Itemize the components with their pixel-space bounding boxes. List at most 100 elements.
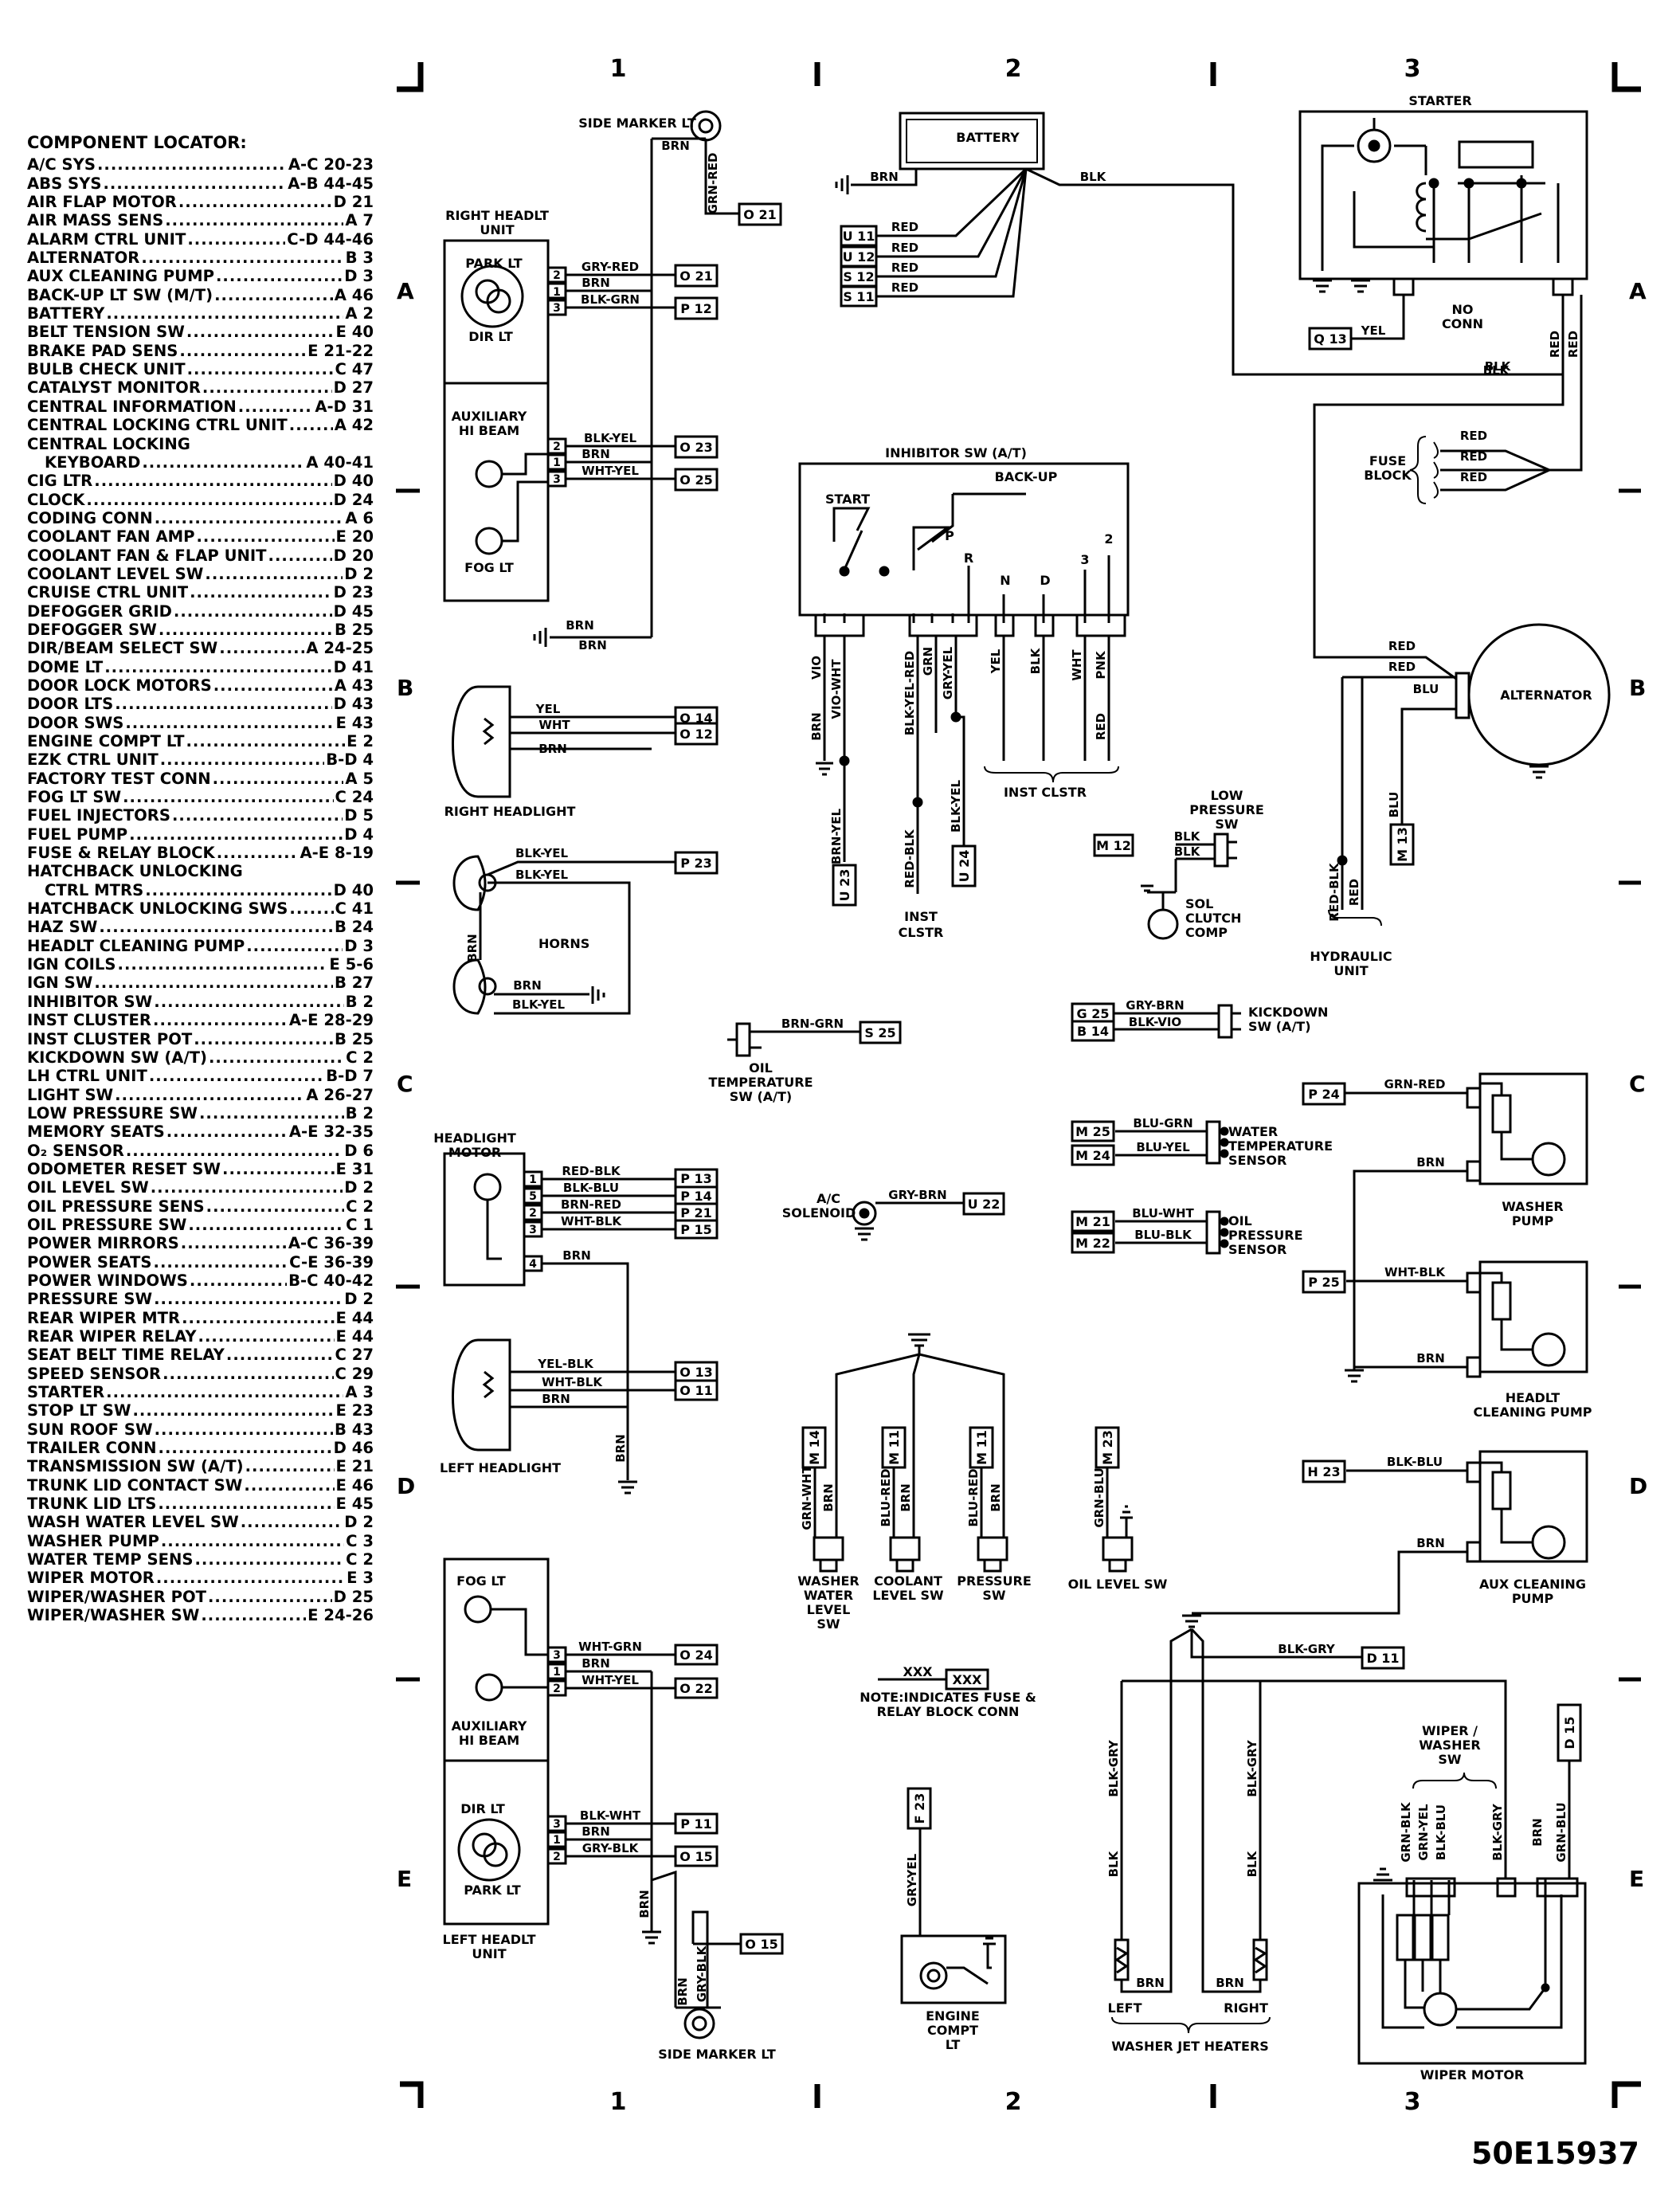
locator-item-name: IGN COILS — [27, 955, 116, 974]
connector-d15: D 15 — [1557, 1703, 1582, 1762]
ac-solenoid — [852, 1201, 877, 1241]
engine-compt-lt-label: LT — [946, 2037, 961, 2052]
oil-pressure-sensor-label: PRESSURE — [1228, 1228, 1303, 1243]
locator-item-ref: D 45 — [333, 601, 374, 621]
park-lt-label: PARK LT — [465, 256, 522, 271]
connector-m14-label: M 14 — [807, 1430, 822, 1465]
locator-item: CENTRAL LOCKING CTRL UNITA 42 — [27, 416, 374, 434]
locator-item-ref: C 2 — [346, 1197, 374, 1216]
connector-m12: M 12 — [1093, 833, 1134, 857]
locator-item-name: OIL PRESSURE SENS — [27, 1197, 205, 1216]
locator-item-name: REAR WIPER RELAY — [27, 1327, 197, 1346]
wiper-motor-label: WIPER MOTOR — [1420, 2067, 1525, 2082]
ac-solenoid-label: SOLENOID — [782, 1205, 856, 1220]
wire-red-u11 — [876, 167, 1028, 237]
locator-item: SUN ROOF SWB 43 — [27, 1420, 374, 1439]
connector-h23-label: H 23 — [1307, 1464, 1340, 1479]
wire-yel-starter — [1351, 295, 1405, 340]
wire-label: BLK-YEL — [584, 431, 636, 445]
locator-item: CLOCKD 24 — [27, 491, 374, 509]
wire-label: BLK — [1028, 647, 1043, 674]
locator-item-name: DOOR LOCK MOTORS — [27, 676, 212, 695]
connector-b14: B 14 — [1071, 1020, 1115, 1042]
wire-label: RED — [1347, 879, 1361, 906]
wire-label: BRN — [1216, 1976, 1244, 1990]
connector-m22-label: M 22 — [1075, 1236, 1110, 1251]
locator-item-ref: B-C 40-42 — [288, 1271, 374, 1290]
locator-item-name: WASH WATER LEVEL SW — [27, 1513, 239, 1532]
oil-level-sw-label: OIL LEVEL SW — [1068, 1577, 1168, 1592]
connector-o12: O 12 — [674, 722, 719, 746]
connector-p13: P 13 — [674, 1168, 719, 1189]
aux-hi-beam-left-label: HI BEAM — [459, 1733, 519, 1748]
locator-item-name: POWER SEATS — [27, 1252, 152, 1271]
wire-label: GRY-RED — [582, 260, 639, 274]
wire-blk-gry-sw — [1260, 1679, 1507, 1879]
connector-p25: P 25 — [1302, 1270, 1346, 1294]
right-headlight — [452, 685, 605, 798]
connector-o25-label: O 25 — [679, 472, 712, 488]
oil-temp-sw-label: TEMPERATURE — [708, 1075, 813, 1090]
wire-label: BRN — [582, 447, 610, 461]
column-label-3: 3 — [1404, 55, 1421, 83]
side-marker-lt-bottom — [676, 2006, 721, 2039]
connector-o15-side-label: O 15 — [745, 1937, 777, 1952]
wire-blu-alt — [1400, 707, 1456, 825]
connector-o21: O 21 — [674, 264, 719, 288]
connector-m22: M 22 — [1071, 1232, 1115, 1254]
locator-item-name: HAZ SW — [27, 918, 98, 937]
sol-clutch-comp — [1147, 891, 1179, 940]
headlt-cleaning-pump-label: HEADLT — [1506, 1390, 1561, 1405]
locator-item-name: CRUISE CTRL UNIT — [27, 583, 189, 602]
connector-m23: M 23 — [1095, 1426, 1120, 1469]
ac-solenoid-label: A/C — [817, 1191, 840, 1206]
back-up-label: BACK-UP — [995, 469, 1058, 484]
locator-item-name: FUSE & RELAY BLOCK — [27, 844, 215, 863]
jet-heater-left — [1114, 1938, 1138, 1993]
locator-item-ref: B 27 — [334, 974, 374, 993]
locator-item: PRESSURE SWD 2 — [27, 1290, 374, 1308]
locator-item-name: CENTRAL LOCKING CTRL UNIT — [27, 416, 288, 435]
wire-blk-yel-horn-1 — [487, 860, 676, 876]
locator-item-ref: E 44 — [335, 1327, 374, 1346]
wire-label: VIO-WHT — [829, 659, 844, 719]
pin-number: 2 — [553, 1851, 561, 1863]
wire-label: RED — [1388, 660, 1416, 674]
locator-item-ref: B 25 — [334, 620, 374, 639]
fuse-block-label: FUSE — [1369, 453, 1406, 468]
connector-p21-label: P 21 — [680, 1205, 712, 1220]
locator-item-ref: A 24-25 — [306, 639, 374, 658]
connector-o15-label: O 15 — [679, 1849, 712, 1864]
wire-label: GRN-BLK — [1399, 1801, 1413, 1863]
hydraulic-unit-label: UNIT — [1333, 963, 1368, 978]
locator-item: TRANSMISSION SW (A/T)E 21 — [27, 1457, 374, 1475]
wire-label: BLU — [1387, 792, 1401, 818]
locator-item: BRAKE PAD SENSE 21-22 — [27, 342, 374, 360]
pressure-sw-label: SW — [982, 1588, 1006, 1603]
connector-p24: P 24 — [1302, 1082, 1346, 1106]
locator-item: WIPER/WASHER SWE 24-26 — [27, 1606, 374, 1624]
ground-symbol-lhl — [618, 1480, 637, 1495]
locator-item-ref: A 40-41 — [306, 453, 374, 472]
wire-label: WHT — [538, 718, 570, 732]
locator-item: ABS SYSA-B 44-45 — [27, 174, 374, 193]
locator-item-name: OIL LEVEL SW — [27, 1178, 149, 1197]
headlight-motor — [443, 1152, 543, 1287]
wire-label: BLK — [1245, 1850, 1259, 1877]
locator-item-name: TRAILER CONN — [27, 1439, 157, 1458]
wire-side-marker-grn-red — [704, 139, 739, 215]
locator-item-ref: D 20 — [333, 546, 374, 565]
connector-m24-label: M 24 — [1075, 1148, 1110, 1163]
locator-item-name: POWER WINDOWS — [27, 1271, 188, 1290]
connector-p25-label: P 25 — [1308, 1275, 1340, 1290]
locator-item: BELT TENSION SWE 40 — [27, 323, 374, 341]
wire-label: RED — [1548, 331, 1562, 358]
washer-pump-label: WASHER — [1502, 1199, 1563, 1214]
locator-item-name: KICKDOWN SW (A/T) — [27, 1048, 207, 1067]
corner-mark-bottom-left — [400, 2081, 424, 2108]
locator-item: WIPER MOTORE 3 — [27, 1569, 374, 1587]
oil-pressure-sensor-label: OIL — [1228, 1213, 1252, 1228]
locator-item: STOP LT SWE 23 — [27, 1401, 374, 1420]
wire-label: BRN — [513, 978, 542, 993]
pin-number: 3 — [553, 1649, 561, 1662]
